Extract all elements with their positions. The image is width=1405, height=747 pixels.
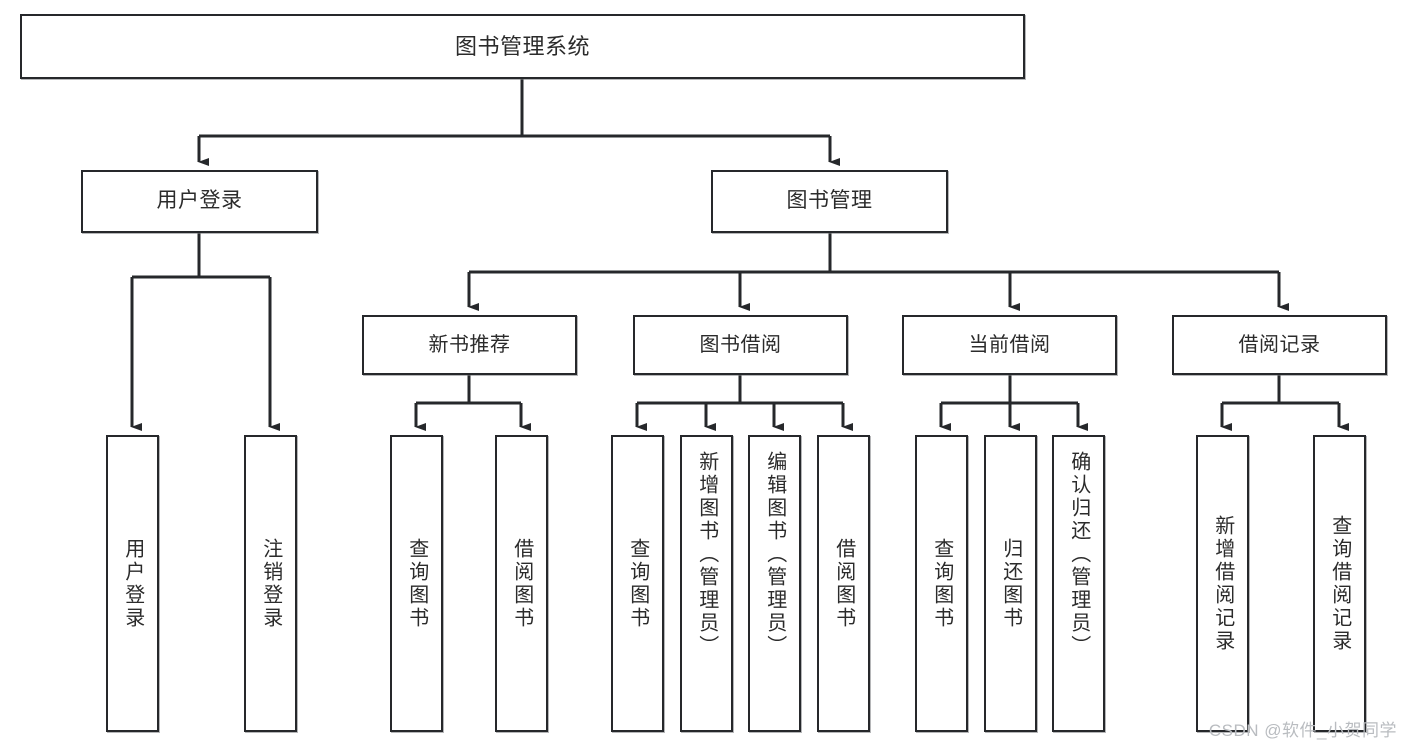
node-label: 借阅图书 xyxy=(510,537,533,630)
node-label: 当前借阅 xyxy=(968,333,1051,356)
leaf-current-return-book[interactable]: 归还图书 xyxy=(984,435,1037,732)
leaf-borrow-query-book[interactable]: 查询图书 xyxy=(611,435,664,732)
node-label: 归还图书 xyxy=(999,537,1022,630)
node-label: 新增借阅记录 xyxy=(1211,514,1234,653)
node-current-borrow[interactable]: 当前借阅 xyxy=(902,315,1117,375)
leaf-record-query-record[interactable]: 查询借阅记录 xyxy=(1313,435,1366,732)
node-label: 借阅图书 xyxy=(832,537,855,630)
leaf-user-login[interactable]: 用户登录 xyxy=(106,435,159,732)
node-label: 图书管理系统 xyxy=(454,33,590,59)
leaf-new-book-query-book[interactable]: 查询图书 xyxy=(390,435,443,732)
node-label: 借阅记录 xyxy=(1238,333,1321,356)
leaf-borrow-borrow-book[interactable]: 借阅图书 xyxy=(817,435,870,732)
node-label: 新书推荐 xyxy=(428,333,511,356)
node-label: 用户登录 xyxy=(156,189,243,213)
node-label: 查询图书 xyxy=(930,537,953,630)
node-label: 查询借阅记录 xyxy=(1328,514,1351,653)
node-root-system[interactable]: 图书管理系统 xyxy=(20,14,1025,79)
node-borrow-record[interactable]: 借阅记录 xyxy=(1172,315,1387,375)
node-label: 图书管理 xyxy=(786,189,873,213)
node-label: 查询图书 xyxy=(626,537,649,630)
node-label: 查询图书 xyxy=(405,537,428,630)
node-label: 确认归还（管理员） xyxy=(1067,451,1090,658)
node-user-login[interactable]: 用户登录 xyxy=(81,170,318,233)
node-new-book-recommend[interactable]: 新书推荐 xyxy=(362,315,577,375)
node-label: 用户登录 xyxy=(121,537,144,630)
leaf-current-query-book[interactable]: 查询图书 xyxy=(915,435,968,732)
leaf-borrow-add-book-admin[interactable]: 新增图书（管理员） xyxy=(680,435,733,732)
watermark: CSDN @软件_小贺同学 xyxy=(1208,721,1397,740)
leaf-new-book-borrow-book[interactable]: 借阅图书 xyxy=(495,435,548,732)
node-label: 新增图书（管理员） xyxy=(695,451,718,658)
node-book-borrow[interactable]: 图书借阅 xyxy=(633,315,848,375)
node-label: 注销登录 xyxy=(259,537,282,630)
leaf-current-confirm-return-admin[interactable]: 确认归还（管理员） xyxy=(1052,435,1105,732)
node-book-management[interactable]: 图书管理 xyxy=(711,170,948,233)
node-label: 图书借阅 xyxy=(699,333,782,356)
leaf-borrow-edit-book-admin[interactable]: 编辑图书（管理员） xyxy=(748,435,801,732)
leaf-user-logout[interactable]: 注销登录 xyxy=(244,435,297,732)
leaf-record-add-record[interactable]: 新增借阅记录 xyxy=(1196,435,1249,732)
node-label: 编辑图书（管理员） xyxy=(763,451,786,658)
